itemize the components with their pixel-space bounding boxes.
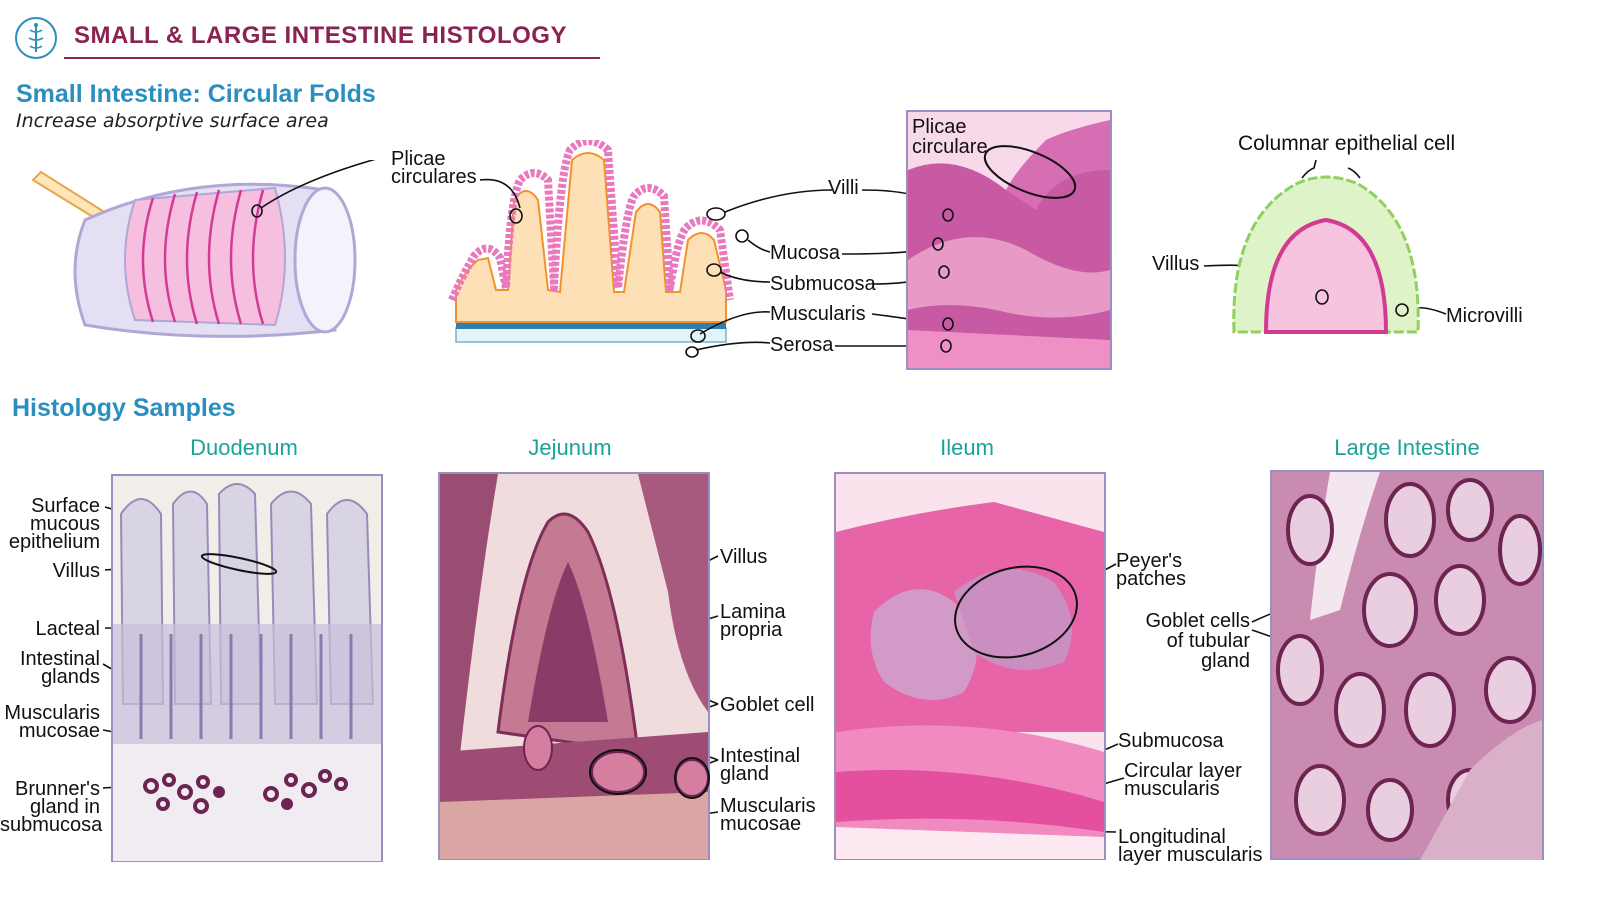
label-brunners-2: gland in xyxy=(29,796,100,818)
label-surface-1: Surface xyxy=(31,495,100,517)
label-surface-3: epithelium xyxy=(8,531,100,553)
label-intestinal-gland-2: gland xyxy=(720,763,769,785)
title-underline xyxy=(64,57,600,59)
label-peyers-1: Peyer's xyxy=(1116,550,1183,572)
villus-epithelium-diagram xyxy=(1232,160,1420,334)
section-heading-circular-folds: Small Intestine: Circular Folds xyxy=(16,80,376,108)
label-peyers-2: patches xyxy=(1116,568,1187,590)
label-lamina-1: Lamina xyxy=(720,601,786,623)
villi-layers-diagram xyxy=(448,140,749,358)
label-muscularis-mucosae-2: mucosae xyxy=(18,720,100,742)
label-intestinal-glands-2: glands xyxy=(41,666,100,688)
label-muscularis: Muscularis xyxy=(770,303,866,325)
label-intestinal-gland-1: Intestinal xyxy=(720,745,801,767)
label-longitudinal-1: Longitudinal xyxy=(1118,826,1226,848)
page-title: SMALL & LARGE INTESTINE HISTOLOGY xyxy=(74,22,567,49)
label-longitudinal-2: layer muscularis xyxy=(1118,844,1263,866)
label-goblet-cell: Goblet cell xyxy=(720,694,815,716)
section-heading-histology: Histology Samples xyxy=(12,394,236,422)
label-muscularis-mucosae-1: Muscularis xyxy=(4,702,100,724)
panel-title-jejunum: Jejunum xyxy=(528,435,612,460)
label-goblet-cells-3: gland xyxy=(1201,650,1250,672)
label-plicae: Plicae xyxy=(391,148,446,170)
label-plicae-micrograph-1: Plicae xyxy=(912,116,967,138)
label-mucosa: Mucosa xyxy=(770,242,841,264)
label-intestinal-glands-1: Intestinal xyxy=(19,648,100,670)
plicae-micrograph xyxy=(906,110,1112,370)
label-goblet-cells-2: of tubular xyxy=(1166,630,1250,652)
label-lamina-2: propria xyxy=(720,619,783,641)
jejunum-micrograph xyxy=(438,472,710,860)
label-plicae-micrograph-2: circulare xyxy=(912,136,988,158)
label-circulares: circulares xyxy=(391,166,477,188)
panel-title-duodenum: Duodenum xyxy=(190,435,298,460)
label-circular-2: muscularis xyxy=(1124,778,1220,800)
label-duodenum-villus: Villus xyxy=(52,560,100,582)
panel-title-ileum: Ileum xyxy=(940,435,994,460)
label-columnar-epithelial-cell: Columnar epithelial cell xyxy=(1238,132,1456,155)
label-goblet-cells-1: Goblet cells xyxy=(1145,610,1251,632)
label-serosa: Serosa xyxy=(770,334,834,356)
label-surface-2: mucous xyxy=(29,513,100,535)
label-circular-1: Circular layer xyxy=(1124,760,1242,782)
panel-title-large-intestine: Large Intestine xyxy=(1334,435,1480,460)
caduceus-icon xyxy=(15,17,57,59)
large-intestine-micrograph xyxy=(1270,470,1544,860)
label-brunners-3: submucosa xyxy=(0,814,103,836)
label-microvilli: Microvilli xyxy=(1446,305,1523,327)
label-ileum-submucosa: Submucosa xyxy=(1118,730,1224,752)
intestine-tube-illustration xyxy=(31,160,376,338)
label-submucosa: Submucosa xyxy=(770,273,876,295)
label-jejunum-villus: Villus xyxy=(720,546,768,568)
duodenum-micrograph xyxy=(111,474,383,862)
ileum-micrograph xyxy=(834,472,1106,860)
label-villus: Villus xyxy=(1152,253,1200,275)
label-villi: Villi xyxy=(828,177,859,199)
label-jejunum-musc-1: Muscularis xyxy=(720,795,816,817)
label-brunners-1: Brunner's xyxy=(15,778,100,800)
label-lacteal: Lacteal xyxy=(35,618,101,640)
section-subheading: Increase absorptive surface area xyxy=(16,110,329,132)
label-jejunum-musc-2: mucosae xyxy=(720,813,802,835)
